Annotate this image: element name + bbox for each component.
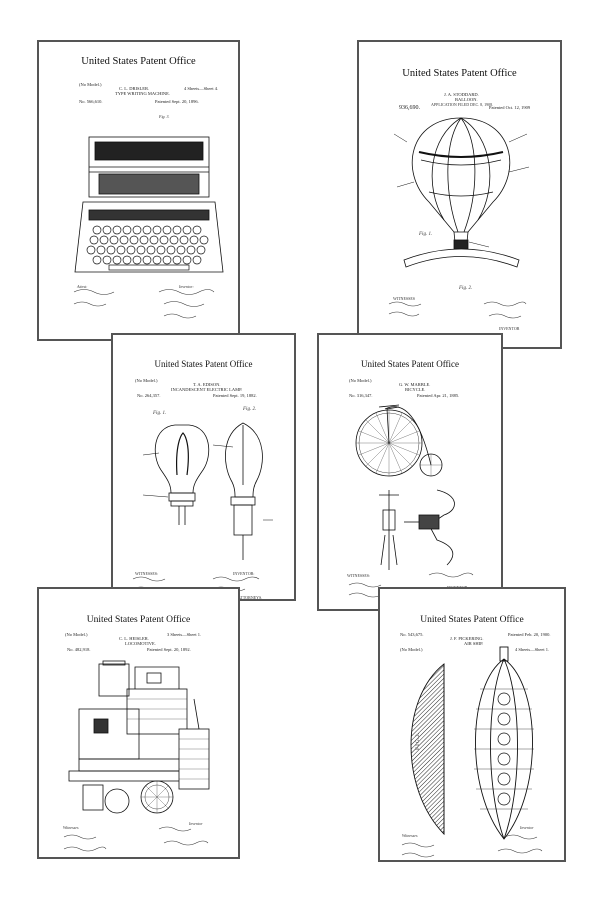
inventor-label: INVENTOR: bbox=[233, 571, 254, 576]
witnesses-label: Attest: bbox=[77, 284, 87, 289]
witnesses-label: WITNESSES: bbox=[135, 571, 158, 576]
patent-card-locomotive[interactable]: United States Patent Office (No Model.) … bbox=[37, 587, 240, 859]
inventor-label: Inventor bbox=[520, 825, 534, 830]
inventor-label: INVENTOR bbox=[499, 326, 519, 331]
witnesses-label: Witnesses bbox=[402, 833, 418, 838]
witnesses-label: WITNESSES bbox=[393, 296, 415, 301]
locomotive-icon bbox=[39, 589, 240, 859]
airship-icon bbox=[380, 589, 566, 862]
witnesses-label: Witnesses bbox=[63, 825, 79, 830]
figure-2-label: Fig. 2. bbox=[459, 286, 472, 291]
patent-card-balloon[interactable]: United States Patent Office 936,690. J. … bbox=[357, 40, 562, 349]
patent-card-edison-lamp[interactable]: United States Patent Office (No Model.) … bbox=[111, 333, 296, 601]
penny-farthing-icon bbox=[319, 335, 503, 611]
witnesses-label: WITNESSES: bbox=[347, 573, 370, 578]
patent-card-typewriter[interactable]: United States Patent Office (No Model.) … bbox=[37, 40, 240, 341]
typewriter-icon bbox=[39, 42, 240, 341]
light-bulb-icon bbox=[113, 335, 296, 601]
hot-air-balloon-icon bbox=[359, 42, 562, 349]
attorney-label: ATTORNEYS. bbox=[238, 595, 262, 600]
patent-card-airship[interactable]: United States Patent Office No. 543,675.… bbox=[378, 587, 566, 862]
figure-label: F I G. 2. bbox=[416, 733, 421, 750]
inventor-label: Inventor: bbox=[179, 284, 194, 289]
patent-card-bicycle[interactable]: United States Patent Office (No Model.) … bbox=[317, 333, 503, 611]
figure-1-label: Fig. 1. bbox=[419, 232, 432, 237]
inventor-label: Inventor bbox=[189, 821, 203, 826]
